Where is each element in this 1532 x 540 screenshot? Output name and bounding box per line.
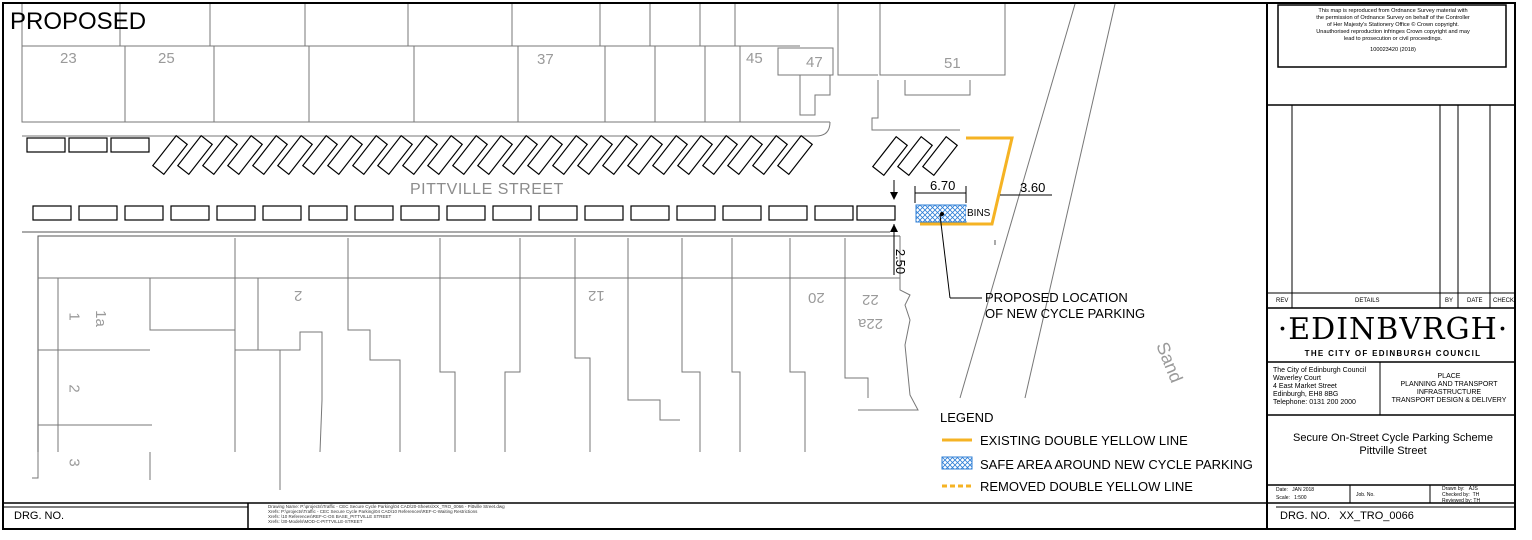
- file-ref-line: Drawing Name: P:\projects\Traffic - CEC …: [268, 504, 505, 509]
- scheme-title: Secure On-Street Cycle Parking Scheme Pi…: [1270, 432, 1516, 458]
- address-line: The City of Edinburgh Council: [1273, 367, 1366, 374]
- details-header: DETAILS: [1355, 298, 1380, 304]
- drawing-border: [2, 2, 1516, 530]
- department-line: TRANSPORT DESIGN & DELIVERY: [1391, 397, 1507, 404]
- edinburgh-logo: ·EDINBVRGH·: [1277, 312, 1509, 347]
- drawn-by-field: Drawn by: AJS: [1442, 486, 1478, 492]
- address-line: Waverley Court: [1273, 375, 1321, 382]
- department-line: INFRASTRUCTURE: [1416, 389, 1482, 396]
- callout-line: PROPOSED LOCATION: [985, 290, 1128, 305]
- os-copyright-notice: This map is reproduced from Ordnance Sur…: [1283, 8, 1503, 54]
- south-parallel-cars: [32, 205, 896, 221]
- address-line: Telephone: 0131 200 2000: [1273, 399, 1356, 406]
- scale-field: Scale: 1:500: [1276, 495, 1307, 501]
- checked-by-field: Checked by: TH: [1442, 492, 1480, 498]
- council-name: THE CITY OF EDINBURGH COUNCIL: [1304, 349, 1482, 358]
- dimension-label: 6.70: [930, 178, 956, 193]
- os-licence-number: 100023420 (2018): [1370, 47, 1416, 53]
- os-notice-line: of Her Majesty's Stationery Office © Cro…: [1327, 22, 1459, 28]
- echelon-cars: [151, 134, 959, 177]
- os-notice-line: This map is reproduced from Ordnance Sur…: [1318, 8, 1468, 14]
- os-notice-line: the permission of Ordnance Survey on beh…: [1316, 15, 1470, 21]
- bins-box: [966, 207, 992, 221]
- legend-title: LEGEND: [940, 410, 994, 425]
- title-block-frame: [1267, 4, 1515, 508]
- bins-label: BINS: [967, 208, 991, 219]
- house-number: 22a: [858, 315, 884, 332]
- council-address: The City of Edinburgh Council Waverley C…: [1273, 367, 1383, 407]
- house-number: 2: [65, 384, 83, 393]
- house-number: 1a: [91, 310, 109, 327]
- department-line: PLANNING AND TRANSPORT: [1400, 381, 1498, 388]
- department: PLACE PLANNING AND TRANSPORT INFRASTRUCT…: [1383, 373, 1515, 405]
- file-references: Drawing Name: P:\projects\Traffic - CEC …: [268, 504, 505, 524]
- house-number: 23: [60, 50, 77, 67]
- department-line: PLACE: [1437, 373, 1461, 380]
- file-ref-line: Xrefs: \30-Models\MOD-C-PITTVILLE-STREET: [268, 519, 363, 524]
- cycle-parking-marker: [940, 212, 944, 216]
- callout-line: OF NEW CYCLE PARKING: [985, 306, 1146, 321]
- scheme-location: Pittville Street: [1359, 445, 1427, 457]
- house-number: 47: [806, 54, 823, 71]
- date-field: Date: JAN 2018: [1276, 487, 1315, 493]
- house-number: 12: [588, 287, 605, 304]
- rev-header: REV: [1276, 298, 1289, 304]
- south-buildings: [32, 236, 919, 490]
- dimension-label: 2.50: [893, 248, 909, 275]
- sand-road-edges: [959, 3, 1116, 399]
- house-number: 3: [65, 458, 83, 467]
- drawing-number: DRG. NO. XX_TRO_0066: [1280, 510, 1414, 522]
- address-line: 4 East Market Street: [1273, 383, 1337, 390]
- house-number: 20: [808, 289, 825, 306]
- scheme-name: Secure On-Street Cycle Parking Scheme: [1293, 432, 1493, 444]
- house-number: 2: [294, 287, 303, 304]
- job-number-field: Job. No.: [1356, 492, 1375, 498]
- house-number: 25: [158, 50, 175, 67]
- file-ref-line: Xrefs: P:\projects\Traffic - CEC Secure …: [268, 509, 478, 514]
- house-number: 51: [944, 55, 961, 72]
- north-parallel-cars: [26, 137, 150, 153]
- dimension-label: 3.60: [1020, 180, 1046, 195]
- callout-proposed-location: PROPOSED LOCATION OF NEW CYCLE PARKING: [985, 290, 1175, 322]
- legend-swatch-safe-area: [941, 456, 973, 470]
- house-number: 1: [65, 312, 83, 321]
- dimension-lines: [893, 180, 1052, 299]
- by-header: BY: [1445, 298, 1454, 304]
- legend-item-existing-dyl: EXISTING DOUBLE YELLOW LINE: [980, 433, 1188, 448]
- os-notice-line: lead to prosecution or civil proceedings…: [1343, 36, 1443, 42]
- legend-item-safe-area: SAFE AREA AROUND NEW CYCLE PARKING: [980, 457, 1253, 472]
- address-line: Edinburgh, EH8 8BG: [1273, 391, 1339, 398]
- check-header: CHECK: [1493, 298, 1515, 304]
- south-kerb: [22, 231, 996, 452]
- existing-double-yellow-line: [920, 136, 1014, 226]
- legend-item-removed-dyl: REMOVED DOUBLE YELLOW LINE: [980, 479, 1193, 494]
- reviewed-by-field: Reviewed by: TH: [1442, 498, 1481, 504]
- street-name-label: PITTVILLE STREET: [410, 181, 564, 198]
- house-number: 22: [862, 291, 879, 308]
- drawing-number-label: DRG. NO.: [14, 510, 65, 522]
- os-notice-line: Unauthorised reproduction infringes Crow…: [1316, 29, 1470, 35]
- house-number: 37: [537, 51, 554, 68]
- file-ref-line: Xrefs: \10 References\REF-C-OS BASE_PITT…: [268, 514, 392, 519]
- north-buildings: [21, 4, 1006, 137]
- house-number: 45: [746, 50, 763, 67]
- sheet-title: PROPOSED: [10, 8, 147, 35]
- date-header: DATE: [1467, 298, 1483, 304]
